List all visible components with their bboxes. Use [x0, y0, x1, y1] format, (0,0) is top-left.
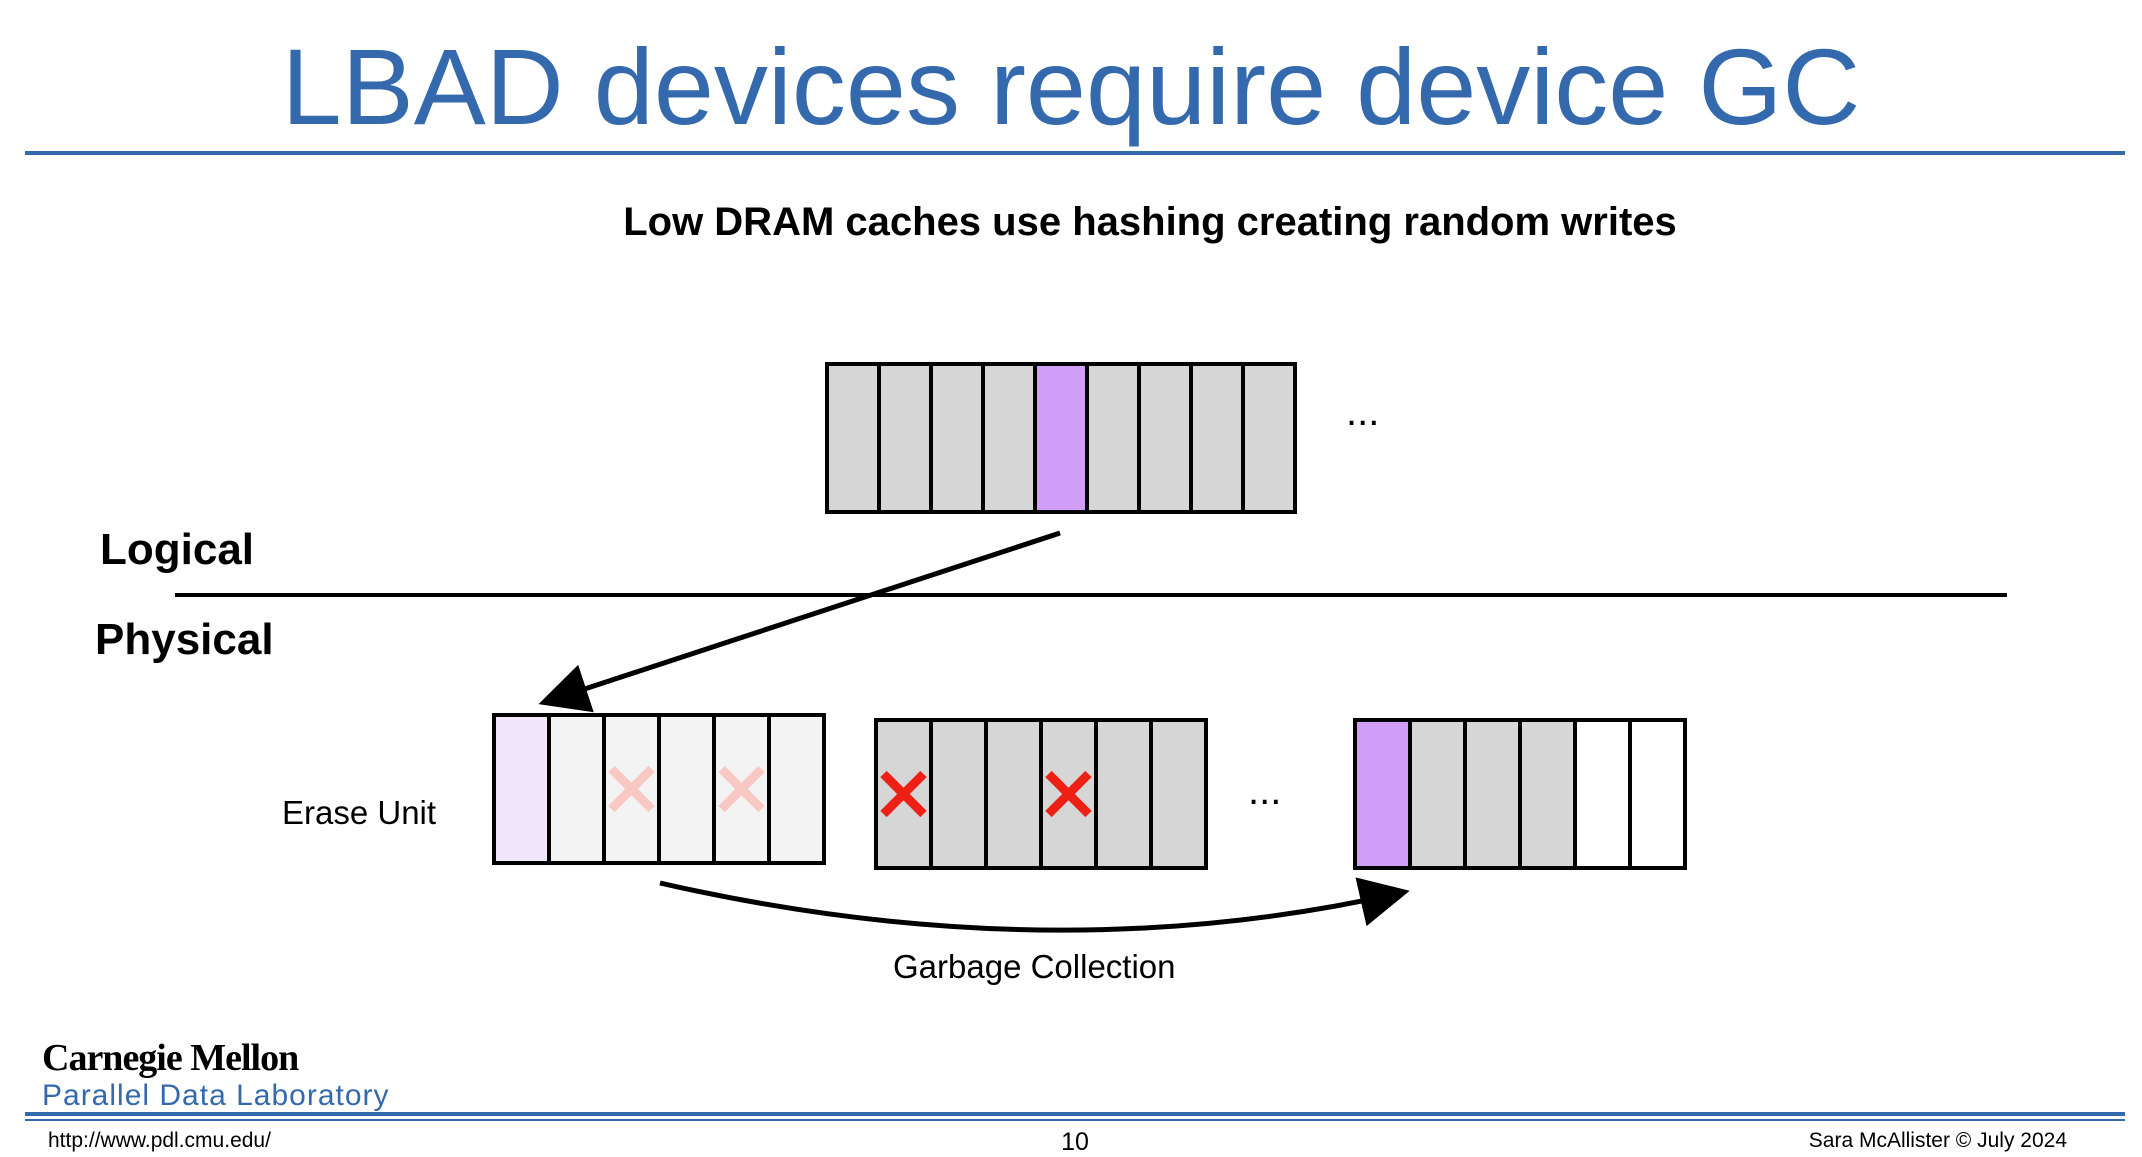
ellipsis-logical: ...	[1346, 390, 1380, 434]
logical-block-row-cells-slot	[1137, 362, 1193, 514]
erase-unit-2-slot	[1149, 718, 1208, 870]
subtitle: Low DRAM caches use hashing creating ran…	[623, 200, 1677, 244]
slide-title: LBAD devices require device GC	[281, 26, 1861, 147]
invalid-cross-icon	[608, 765, 655, 813]
invalid-cross-icon	[1045, 770, 1092, 818]
title-underline	[25, 151, 2125, 155]
erase-unit-1	[492, 713, 826, 865]
page-number: 10	[1061, 1128, 1089, 1156]
logical-block-row-cells-slot	[1085, 362, 1141, 514]
logical-block-row-cells	[825, 362, 1297, 514]
logical-block-row-cells-slot	[1033, 362, 1089, 514]
footer-rule-top	[25, 1112, 2125, 1116]
erase-unit-1-slot	[492, 713, 551, 865]
mapping-arrow	[538, 530, 1061, 713]
logical-block-row-cells-slot	[825, 362, 881, 514]
erase-unit-1-slot	[547, 713, 606, 865]
logical-block-row	[825, 362, 1297, 514]
erase-unit-3-slot	[1463, 718, 1522, 870]
erase-unit-2-slot	[1094, 718, 1153, 870]
erase-unit-1-slot	[657, 713, 716, 865]
cmu-logo: Carnegie Mellon	[42, 1037, 299, 1079]
logical-block-row-cells-slot	[1189, 362, 1245, 514]
logical-block-row-cells-slot	[929, 362, 985, 514]
garbage-collection-label: Garbage Collection	[893, 948, 1176, 985]
erase-unit-2	[874, 718, 1208, 870]
erase-unit-3-slot	[1353, 718, 1412, 870]
erase-unit-label: Erase Unit	[282, 794, 437, 831]
footer-rule-bottom	[25, 1119, 2125, 1121]
pdl-logo-subtitle: Parallel Data Laboratory	[42, 1079, 390, 1112]
footer-url[interactable]: http://www.pdl.cmu.edu/	[48, 1129, 271, 1152]
erase-unit-rows	[492, 713, 1687, 870]
logical-block-row-cells-slot	[1241, 362, 1297, 514]
erase-unit-3	[1353, 718, 1687, 870]
erase-unit-3-slot	[1628, 718, 1687, 870]
erase-unit-3-slot	[1518, 718, 1577, 870]
ellipsis-physical: ...	[1248, 769, 1282, 813]
erase-unit-2-slot	[929, 718, 988, 870]
erase-unit-2-slot	[984, 718, 1043, 870]
invalid-cross-icon	[718, 765, 765, 813]
logical-label: Logical	[100, 525, 255, 574]
erase-unit-3-slot	[1408, 718, 1467, 870]
logical-block-row-cells-slot	[877, 362, 933, 514]
physical-label: Physical	[95, 615, 274, 664]
erase-unit-3-slot	[1573, 718, 1632, 870]
garbage-collection-arrow	[659, 877, 1410, 933]
erase-unit-1-slot	[767, 713, 826, 865]
footer-credit: Sara McAllister © July 2024	[1808, 1129, 2067, 1152]
invalid-cross-icon	[880, 770, 927, 818]
logical-block-row-cells-slot	[981, 362, 1037, 514]
